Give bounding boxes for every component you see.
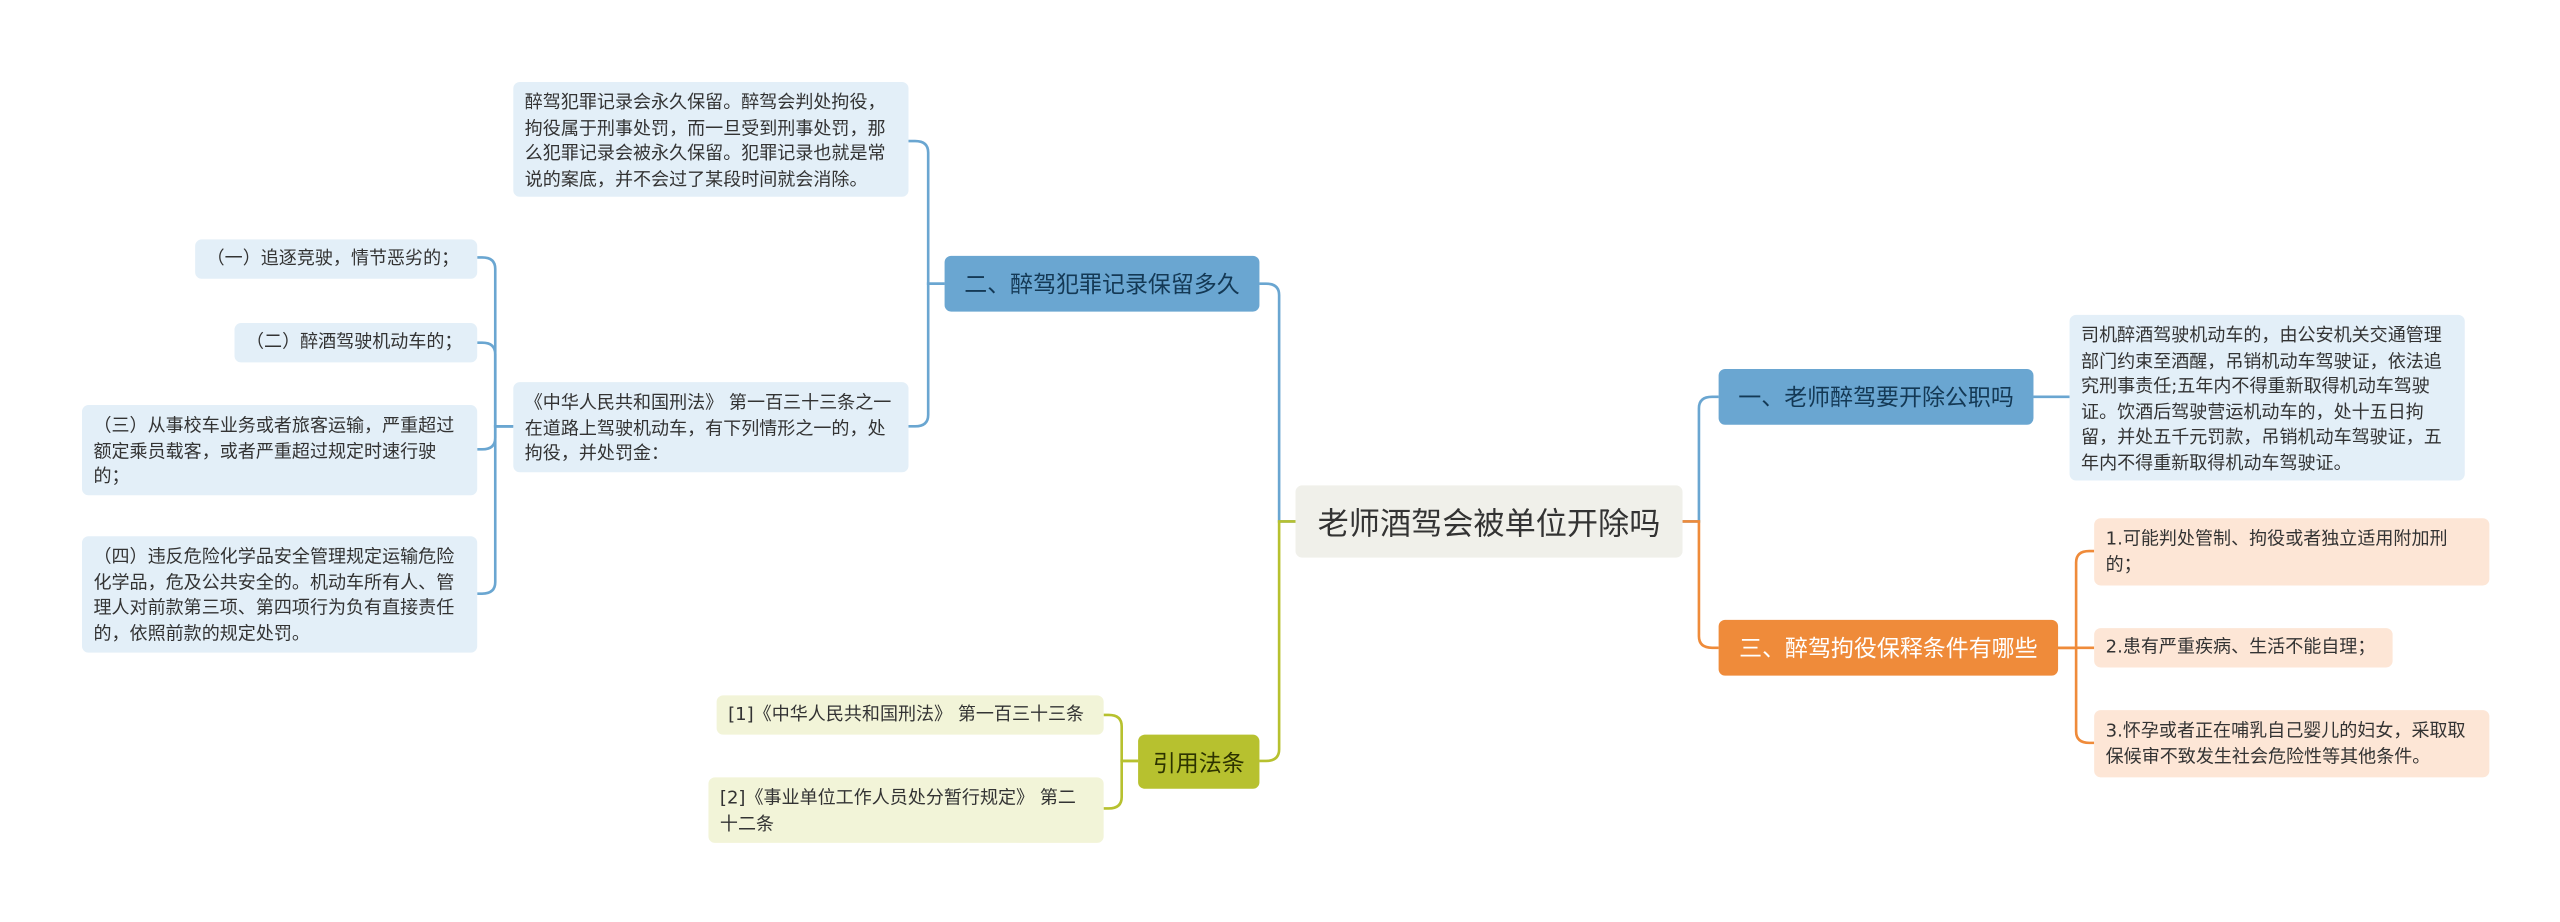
- link-root-cite: [1259, 520, 1296, 763]
- root-label: 老师酒驾会被单位开除吗: [1317, 505, 1661, 542]
- branch-bail-conditions-label: 三、醉驾拘役保释条件有哪些: [1739, 636, 2038, 663]
- leaf-clause-4[interactable]: （四）违反危险化学品安全管理规定运输危险化学品，危及公共安全的。机动车所有人、管…: [81, 536, 478, 653]
- leaf-text: 《中华人民共和国刑法》 第一百三十三条之一 在道路上驾驶机动车，有下列情形之一的…: [524, 391, 892, 465]
- link-law-s1: [477, 256, 514, 428]
- link-root-b1: [1682, 395, 1719, 523]
- leaf-citation-1[interactable]: [1]《中华人民共和国刑法》 第一百三十三条: [716, 695, 1104, 735]
- leaf-text: 1.可能判处管制、拘役或者独立适用附加刑的；: [2105, 528, 2448, 575]
- leaf-bail-3[interactable]: 3.怀孕或者正在哺乳自己婴儿的妇女，采取取保候审不致发生社会危险性等其他条件。: [2094, 710, 2490, 778]
- leaf-text: 2.患有严重疾病、生活不能自理；: [2105, 636, 2376, 659]
- leaf-text: 醉驾犯罪记录会永久保留。醉驾会判处拘役，拘役属于刑事处罚，而一旦受到刑事处罚，那…: [524, 91, 886, 190]
- root-node[interactable]: 老师酒驾会被单位开除吗: [1295, 485, 1683, 558]
- leaf-clause-3[interactable]: （三）从事校车业务或者旅客运输，严重超过额定乘员载客，或者严重超过规定时速行驶的…: [81, 405, 478, 496]
- leaf-dismissal-answer[interactable]: 司机醉酒驾驶机动车的，由公安机关交通管理部门约束至酒醒，吊销机动车驾驶证，依法追…: [2069, 314, 2465, 481]
- link-root-b3: [1682, 520, 1719, 650]
- branch-dismissal-label: 一、老师醉驾要开除公职吗: [1738, 385, 2014, 412]
- link-cite-c2: [1103, 759, 1139, 810]
- link-law-s4: [477, 425, 514, 595]
- link-cite-c1: [1103, 713, 1139, 763]
- leaf-citation-2[interactable]: [2]《事业单位工作人员处分暂行规定》 第二十二条: [708, 777, 1104, 843]
- branch-citations[interactable]: 引用法条: [1138, 734, 1260, 789]
- link-b2-c1: [908, 139, 945, 286]
- link-b3-c1: [2058, 549, 2095, 650]
- link-law-s2: [477, 341, 514, 428]
- leaf-text: [2]《事业单位工作人员处分暂行规定》 第二十二条: [719, 787, 1076, 834]
- leaf-bail-2[interactable]: 2.患有严重疾病、生活不能自理；: [2094, 628, 2393, 668]
- branch-record-retention-label: 二、醉驾犯罪记录保留多久: [964, 272, 1240, 299]
- leaf-text: （三）从事校车业务或者旅客运输，严重超过额定乘员载客，或者严重超过规定时速行驶的…: [93, 414, 455, 488]
- leaf-clause-2[interactable]: （二）醉酒驾驶机动车的；: [234, 323, 478, 363]
- branch-dismissal[interactable]: 一、老师醉驾要开除公职吗: [1718, 368, 2034, 425]
- leaf-criminal-law-133-1[interactable]: 《中华人民共和国刑法》 第一百三十三条之一 在道路上驾驶机动车，有下列情形之一的…: [513, 382, 909, 473]
- branch-citations-label: 引用法条: [1152, 750, 1245, 777]
- branch-bail-conditions[interactable]: 三、醉驾拘役保释条件有哪些: [1718, 619, 2059, 676]
- leaf-text: （四）违反危险化学品安全管理规定运输危险化学品，危及公共安全的。机动车所有人、管…: [93, 546, 455, 644]
- leaf-bail-1[interactable]: 1.可能判处管制、拘役或者独立适用附加刑的；: [2094, 518, 2490, 586]
- leaf-text: 司机醉酒驾驶机动车的，由公安机关交通管理部门约束至酒醒，吊销机动车驾驶证，依法追…: [2081, 324, 2442, 474]
- link-b3-c3: [2058, 646, 2095, 745]
- leaf-text: [1]《中华人民共和国刑法》 第一百三十三条: [728, 703, 1085, 726]
- leaf-text: （一）追逐竞驶，情节恶劣的；: [206, 248, 460, 270]
- link-root-b2: [1259, 282, 1296, 523]
- leaf-text: （二）醉酒驾驶机动车的；: [245, 331, 463, 353]
- branch-record-retention[interactable]: 二、醉驾犯罪记录保留多久: [944, 255, 1260, 312]
- leaf-text: 3.怀孕或者正在哺乳自己婴儿的妇女，采取取保候审不致发生社会危险性等其他条件。: [2105, 719, 2466, 767]
- link-b2-c2: [908, 282, 945, 428]
- leaf-record-retention-answer[interactable]: 醉驾犯罪记录会永久保留。醉驾会判处拘役，拘役属于刑事处罚，而一旦受到刑事处罚，那…: [513, 81, 909, 197]
- leaf-clause-1[interactable]: （一）追逐竞驶，情节恶劣的；: [195, 239, 478, 279]
